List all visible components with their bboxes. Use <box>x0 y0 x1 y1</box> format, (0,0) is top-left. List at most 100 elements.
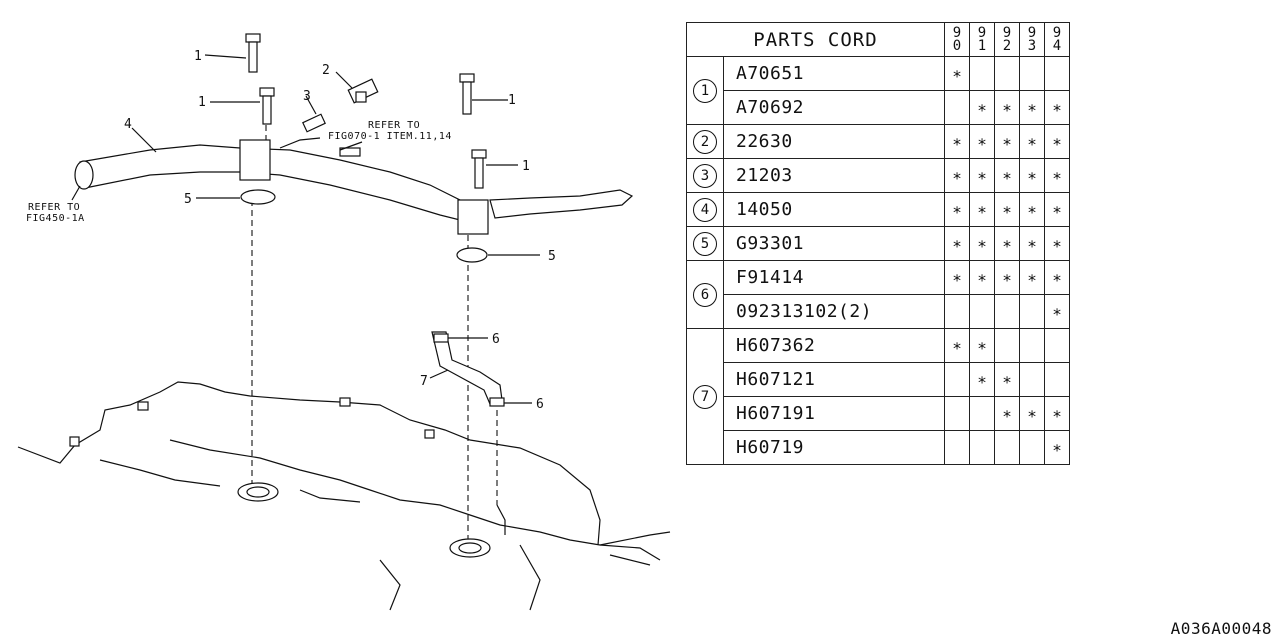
part-code: G93301 <box>723 226 945 261</box>
callout-1-right-upper: 1 <box>508 93 516 108</box>
callout-6-lower: 6 <box>536 397 544 412</box>
part-code: 14050 <box>723 192 945 227</box>
applicable-mark: ∗ <box>969 90 995 125</box>
callout-5-left: 5 <box>184 192 192 207</box>
empty-mark-cell <box>994 56 1020 91</box>
leader-lines <box>71 54 540 404</box>
applicable-mark: ∗ <box>944 56 970 91</box>
item-number-circle: 7 <box>693 384 717 409</box>
applicable-mark: ∗ <box>969 362 995 397</box>
applicable-mark: ∗ <box>1044 260 1070 295</box>
bolt-mid <box>259 87 275 125</box>
item-key-cell: 1 <box>686 56 724 125</box>
refer-note-item-line2: FIG070-1 ITEM.11,14 <box>328 131 452 142</box>
exploded-parts-diagram: 1 1 1 1 2 3 4 5 5 6 6 7 REFER TO FIG070-… <box>17 33 671 611</box>
coolant-pipe <box>74 137 634 235</box>
applicable-mark: ∗ <box>1044 192 1070 227</box>
callout-1-top: 1 <box>194 49 202 64</box>
callout-4: 4 <box>124 117 132 132</box>
item-number-circle: 3 <box>693 163 717 188</box>
thermo-switch <box>347 78 379 104</box>
callout-7: 7 <box>420 374 428 389</box>
applicable-mark: ∗ <box>1044 396 1070 431</box>
callout-2: 2 <box>322 63 330 78</box>
applicable-mark: ∗ <box>944 226 970 261</box>
item-key-cell: 7 <box>686 328 724 465</box>
applicable-mark: ∗ <box>1044 90 1070 125</box>
engine-block <box>17 381 671 611</box>
applicable-mark: ∗ <box>1019 396 1045 431</box>
applicable-mark: ∗ <box>1019 158 1045 193</box>
empty-mark-cell <box>994 430 1020 465</box>
item-key-cell: 3 <box>686 158 724 193</box>
empty-mark-cell <box>994 328 1020 363</box>
part-code: H607191 <box>723 396 945 431</box>
applicable-mark: ∗ <box>994 90 1020 125</box>
temperature-sensor <box>302 113 326 133</box>
refer-note-item-line1: REFER TO <box>368 120 420 131</box>
callout-1-mid: 1 <box>198 95 206 110</box>
empty-mark-cell <box>944 362 970 397</box>
applicable-mark: ∗ <box>969 124 995 159</box>
refer-note-fig-line1: REFER TO <box>28 202 80 213</box>
item-key-cell: 5 <box>686 226 724 261</box>
applicable-mark: ∗ <box>994 260 1020 295</box>
refer-note-fig-line2: FIG450-1A <box>26 213 85 224</box>
applicable-mark: ∗ <box>944 260 970 295</box>
empty-mark-cell <box>944 90 970 125</box>
empty-mark-cell <box>969 56 995 91</box>
gasket-right <box>456 247 488 263</box>
applicable-mark: ∗ <box>994 226 1020 261</box>
applicable-mark: ∗ <box>1019 226 1045 261</box>
empty-mark-cell <box>1044 362 1070 397</box>
table-row: A70692∗∗∗∗ <box>687 90 1070 125</box>
applicable-mark: ∗ <box>969 192 995 227</box>
applicable-mark: ∗ <box>944 192 970 227</box>
applicable-mark: ∗ <box>994 158 1020 193</box>
part-code: F91414 <box>723 260 945 295</box>
applicable-mark: ∗ <box>1019 124 1045 159</box>
callout-3: 3 <box>303 89 311 104</box>
table-row: H607121∗∗ <box>687 362 1070 397</box>
bolt-right-lower <box>471 149 487 189</box>
applicable-mark: ∗ <box>1019 260 1045 295</box>
hose-clamp-lower <box>489 397 505 407</box>
applicable-mark: ∗ <box>994 362 1020 397</box>
empty-mark-cell <box>944 396 970 431</box>
applicable-mark: ∗ <box>944 328 970 363</box>
table-row: H607191∗∗∗ <box>687 396 1070 431</box>
item-key-cell: 2 <box>686 124 724 159</box>
applicable-mark: ∗ <box>1044 294 1070 329</box>
applicable-mark: ∗ <box>944 124 970 159</box>
applicable-mark: ∗ <box>969 226 995 261</box>
applicable-mark: ∗ <box>1044 158 1070 193</box>
empty-mark-cell <box>1019 294 1045 329</box>
applicable-mark: ∗ <box>1019 90 1045 125</box>
item-number-circle: 5 <box>693 231 717 256</box>
empty-mark-cell <box>944 430 970 465</box>
table-row: 092313102(2)∗ <box>687 294 1070 329</box>
applicable-mark: ∗ <box>1044 226 1070 261</box>
item-number-circle: 4 <box>693 197 717 222</box>
empty-mark-cell <box>1019 362 1045 397</box>
table-title: PARTS CORD <box>686 22 945 57</box>
item-key-cell: 6 <box>686 260 724 329</box>
empty-mark-cell <box>944 294 970 329</box>
applicable-mark: ∗ <box>944 158 970 193</box>
callout-5-right: 5 <box>548 249 556 264</box>
hose-clamp-upper <box>433 333 449 343</box>
gasket-left <box>240 189 276 205</box>
diagram-id: A036A00048 <box>1170 619 1272 638</box>
applicable-mark: ∗ <box>969 328 995 363</box>
part-code: H60719 <box>723 430 945 465</box>
